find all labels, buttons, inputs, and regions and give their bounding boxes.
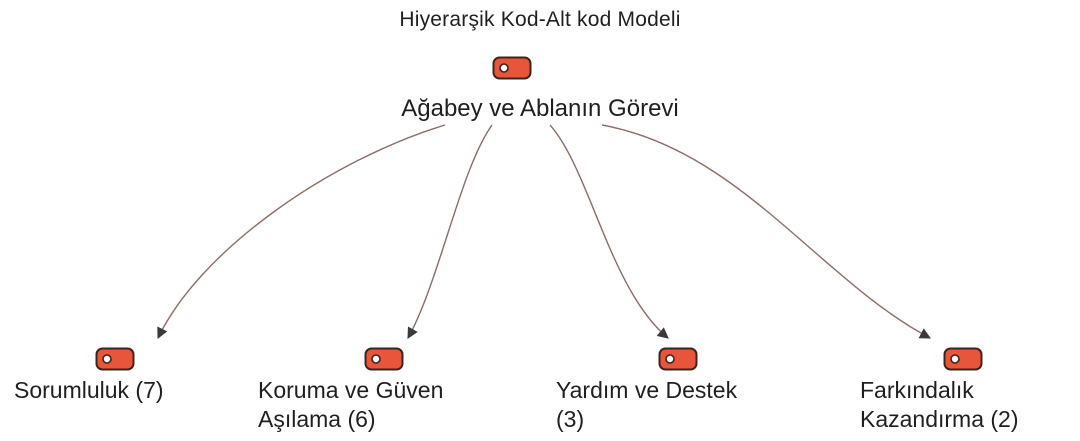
diagram-title: Hiyerarşik Kod-Alt kod Modeli <box>399 8 681 31</box>
edge-root-to-yardim <box>549 124 669 339</box>
code-tag-icon <box>364 347 404 371</box>
code-tag-icon <box>492 56 532 80</box>
code-tag-icon <box>943 347 983 371</box>
edge-root-to-sorumluluk <box>157 124 446 340</box>
code-tag-icon <box>95 347 135 371</box>
edge-root-to-farkindalik <box>601 124 931 339</box>
edge-root-to-koruma <box>407 124 493 339</box>
subcode-label-line1: Yardım ve Destek <box>556 377 738 403</box>
subcode-label-sorumluluk: Sorumluluk (7) <box>14 376 164 405</box>
root-code-label: Ağabey ve Ablanın Görevi <box>401 95 679 122</box>
subcode-label-line1: Farkındalık <box>860 377 974 403</box>
subcode-label-line2: (3) <box>556 406 585 432</box>
subcode-label-koruma: Koruma ve Güven Aşılama (6) <box>258 376 443 434</box>
subcode-label-line1: Koruma ve Güven <box>258 377 444 403</box>
subcode-label-farkindalik: Farkındalık Kazandırma (2) <box>860 376 1019 434</box>
subcode-label-line2: Kazandırma (2) <box>860 406 1019 432</box>
subcode-label-yardim: Yardım ve Destek (3) <box>556 376 737 434</box>
subcode-label-line1: Sorumluluk (7) <box>14 377 164 403</box>
code-tag-icon <box>658 347 698 371</box>
subcode-label-line2: Aşılama (6) <box>258 406 376 432</box>
